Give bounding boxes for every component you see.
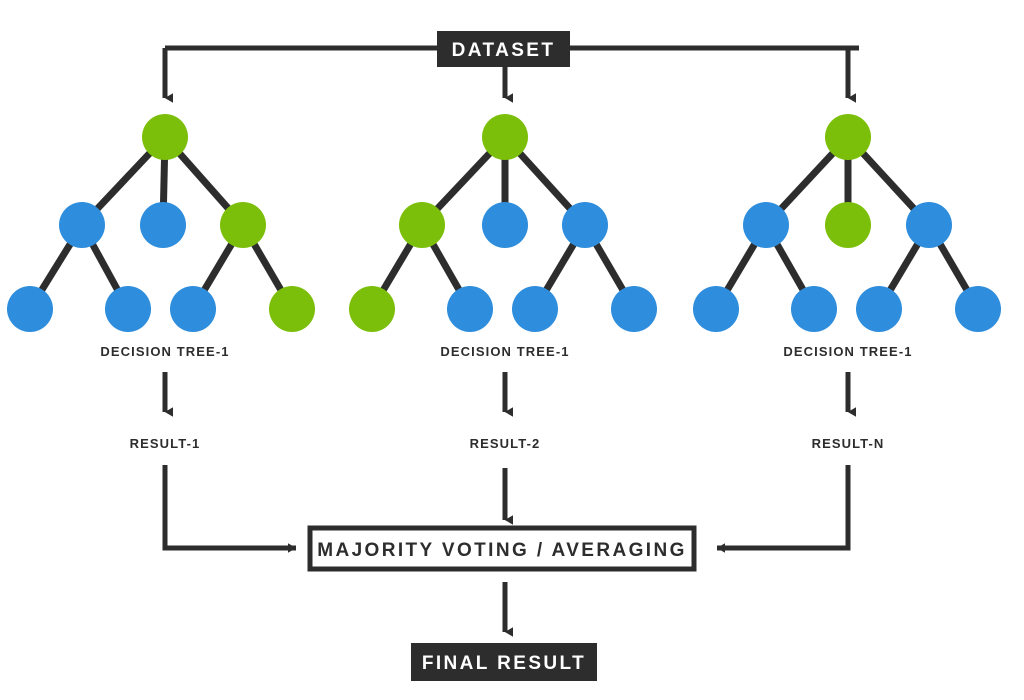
tree-nodes [349, 114, 657, 332]
majority-voting-box-label: MAJORITY VOTING / AVERAGING [317, 540, 687, 561]
tree-caption-1: DECISION TREE-1 [100, 344, 229, 359]
tree-node-blue[interactable] [170, 286, 216, 332]
tree-node-green[interactable] [220, 202, 266, 248]
tree-node-blue[interactable] [906, 202, 952, 248]
final-result-box-label: FINAL RESULT [422, 653, 586, 674]
tree-node-blue[interactable] [7, 286, 53, 332]
tree-node-blue[interactable] [59, 202, 105, 248]
tree-node-green[interactable] [349, 286, 395, 332]
majority-voting-box[interactable]: MAJORITY VOTING / AVERAGING [307, 525, 697, 572]
connector-resultn-to-voting [716, 465, 851, 553]
majority-voting-box-rect [307, 525, 697, 572]
decision-trees-layer [7, 114, 1001, 332]
tree-node-blue[interactable] [743, 202, 789, 248]
tree-node-blue[interactable] [512, 286, 558, 332]
tree-nodes [7, 114, 315, 332]
tree-nodes [693, 114, 1001, 332]
tree-node-green[interactable] [142, 114, 188, 160]
tree-node-blue[interactable] [482, 202, 528, 248]
tree-node-green[interactable] [825, 202, 871, 248]
result-label-2: RESULT-2 [470, 436, 541, 451]
tree-node-blue[interactable] [611, 286, 657, 332]
final-result-box: FINAL RESULT [411, 643, 597, 681]
result-label-1: RESULT-1 [130, 436, 201, 451]
tree-node-green[interactable] [825, 114, 871, 160]
decision-tree-1 [7, 114, 315, 332]
decision-tree-2 [349, 114, 657, 332]
tree-node-blue[interactable] [105, 286, 151, 332]
tree-node-blue[interactable] [856, 286, 902, 332]
tree-caption-3: DECISION TREE-1 [783, 344, 912, 359]
dataset-box-rect [437, 31, 570, 67]
tree-node-green[interactable] [399, 202, 445, 248]
tree-node-blue[interactable] [791, 286, 837, 332]
dataset-box-label: DATASET [452, 40, 556, 61]
dataset-box: DATASET [437, 31, 570, 67]
tree-node-green[interactable] [482, 114, 528, 160]
tree-node-blue[interactable] [562, 202, 608, 248]
tree-node-blue[interactable] [140, 202, 186, 248]
tree-node-blue[interactable] [447, 286, 493, 332]
tree-node-blue[interactable] [955, 286, 1001, 332]
final-result-box-rect [411, 643, 597, 681]
result-label-n: RESULT-N [812, 436, 885, 451]
connector-result1-to-voting [162, 465, 297, 553]
tree-caption-2: DECISION TREE-1 [440, 344, 569, 359]
tree-node-blue[interactable] [693, 286, 739, 332]
decision-tree-3 [693, 114, 1001, 332]
tree-node-green[interactable] [269, 286, 315, 332]
